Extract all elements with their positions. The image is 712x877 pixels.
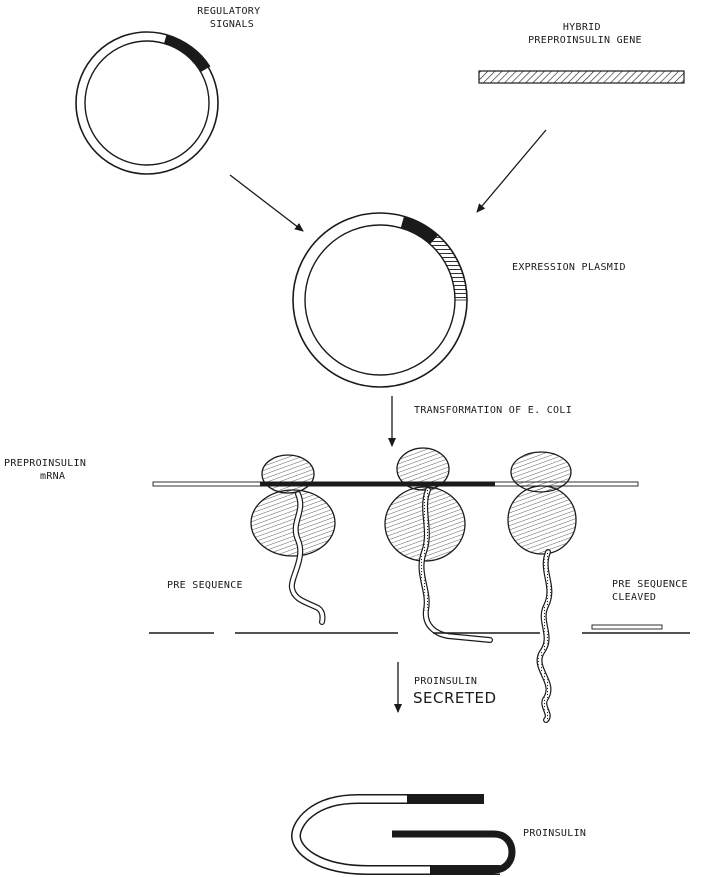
ribosome-2 (385, 448, 490, 640)
proinsulin-label: PROINSULIN (523, 828, 586, 839)
regulatory-signals-segment (164, 35, 211, 72)
ribosome-1 (251, 455, 335, 622)
proinsulin-a-chain (392, 834, 512, 870)
cleaved-pre-sequence (592, 625, 662, 629)
transformation-label: TRANSFORMATION OF E. COLI (414, 405, 572, 416)
arrow-gene-to-plasmid (477, 130, 546, 212)
mrna-label: PREPROINSULIN mRNA (4, 458, 93, 482)
pre-sequence-label: PRE SEQUENCE (167, 580, 243, 591)
expression-plasmid-label: EXPRESSION PLASMID (512, 262, 626, 273)
regulatory-signals-label: REGULATORY SIGNALS (197, 6, 267, 30)
hybrid-preproinsulin-gene (479, 71, 684, 83)
proinsulin-secreted-label-line1: PROINSULIN (414, 676, 477, 687)
expression-plasmid (293, 213, 467, 387)
proinsulin-secreted-label-line2: SECRETED (413, 689, 497, 707)
hybrid-gene-label: HYBRID PREPROINSULIN GENE (528, 22, 642, 46)
pre-sequence-cleaved-label: PRE SEQUENCE CLEAVED (612, 579, 694, 603)
regulatory-plasmid (76, 32, 218, 174)
proinsulin-molecule (296, 799, 512, 870)
ribosome-3 (508, 452, 576, 720)
arrow-regulatory-to-plasmid (230, 175, 303, 231)
